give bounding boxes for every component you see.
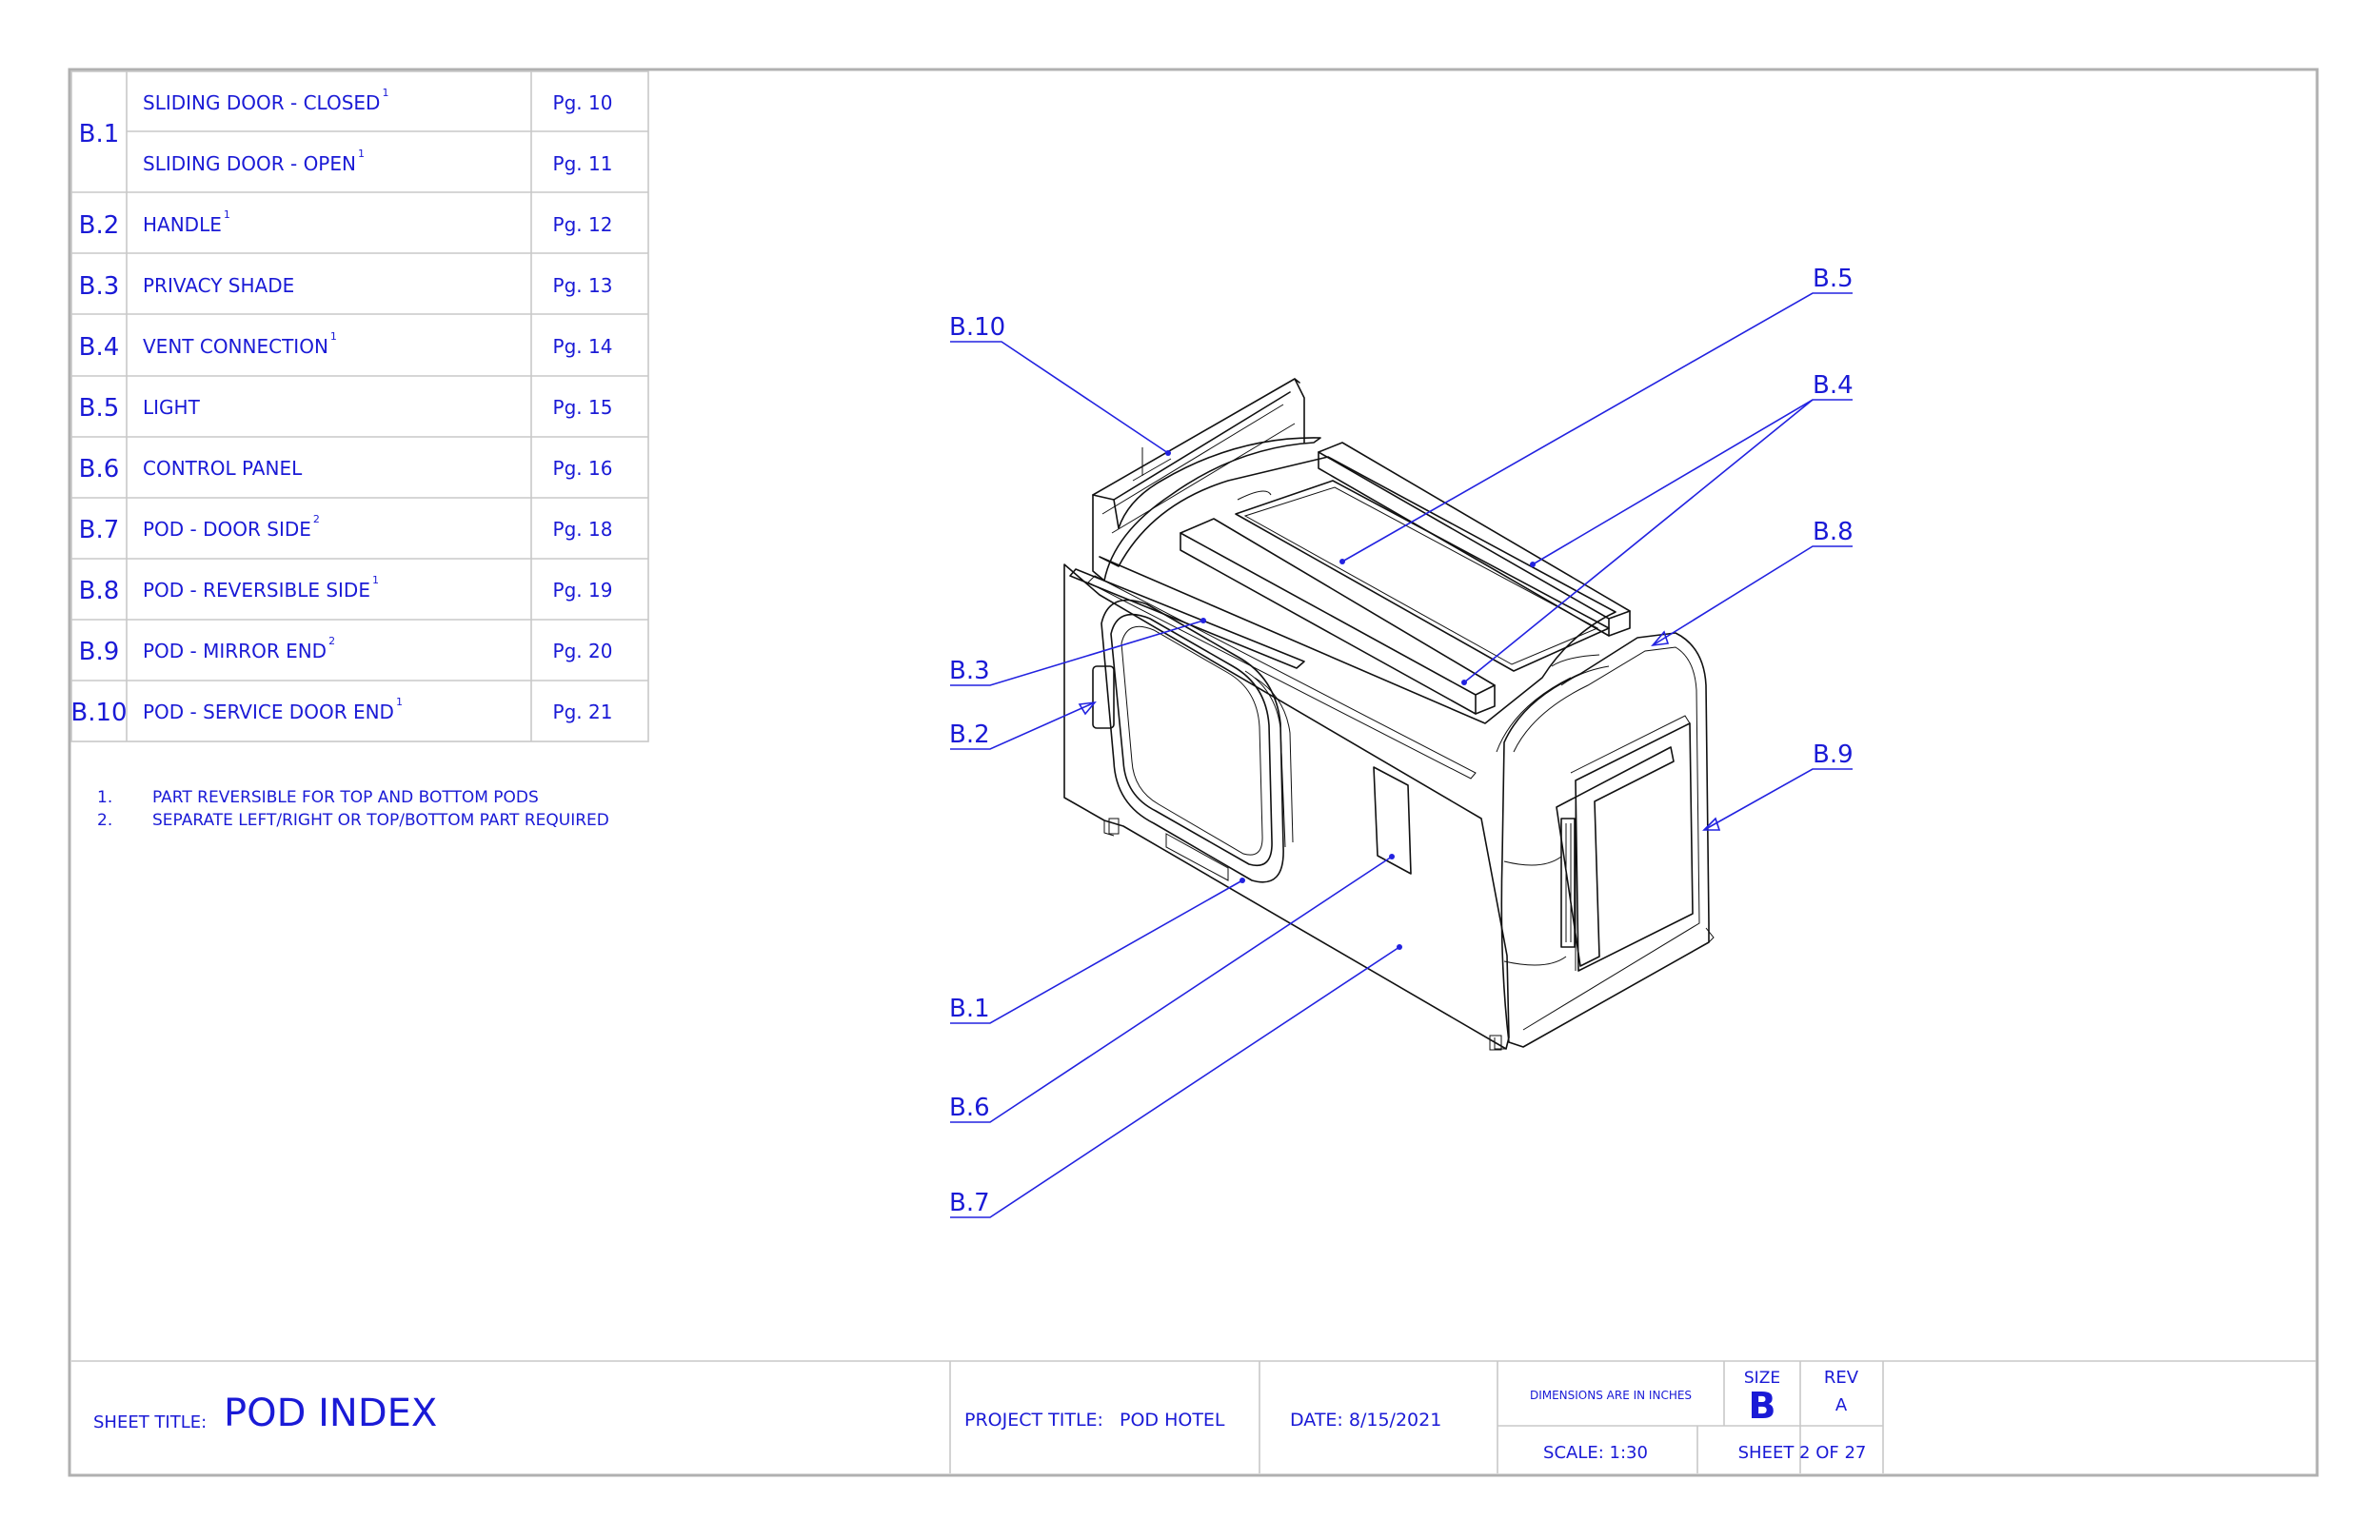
sheet-border: [68, 68, 2319, 1477]
index-row-description: SLIDING DOOR - CLOSED: [143, 91, 380, 114]
index-row-description: HANDLE: [143, 213, 222, 236]
pod-isometric-drawing: [1063, 378, 1715, 1051]
index-row-id: B.10: [70, 699, 127, 727]
index-row-id: B.5: [79, 394, 120, 423]
sheet-title: POD INDEX: [224, 1392, 437, 1435]
index-row-note-ref: 1: [372, 574, 379, 586]
index-row-id: B.7: [79, 516, 120, 544]
note-text: SEPARATE LEFT/RIGHT OR TOP/BOTTOM PART R…: [152, 811, 609, 830]
privacy-shade-rail: [1069, 568, 1305, 669]
mirror-end: [1500, 632, 1710, 1048]
index-row-page: Pg. 21: [553, 701, 613, 723]
index-row-page: Pg. 15: [553, 396, 613, 419]
index-row-page: Pg. 12: [553, 213, 613, 236]
index-row-note-ref: 2: [313, 513, 320, 525]
notes-list: 1. PART REVERSIBLE FOR TOP AND BOTTOM POD…: [97, 788, 609, 830]
pod-roof: [1099, 456, 1616, 724]
control-panel: [1373, 766, 1412, 875]
index-row-note-ref: 1: [382, 87, 388, 99]
index-row-id: B.3: [79, 272, 120, 301]
sheet-title-label: SHEET TITLE:: [93, 1412, 207, 1432]
index-row-description: VENT CONNECTION: [143, 335, 328, 358]
index-row-page: Pg. 13: [553, 274, 613, 297]
sliding-door-frame: [1101, 599, 1284, 883]
rev-label: REV: [1824, 1368, 1859, 1388]
index-row-id: B.8: [79, 577, 120, 605]
drawing-date: DATE: 8/15/2021: [1290, 1410, 1441, 1431]
size-label: SIZE: [1744, 1369, 1780, 1388]
index-row-description: POD - DOOR SIDE: [143, 518, 311, 541]
callout-b7: B.7: [949, 1189, 990, 1217]
index-row-id: B.2: [79, 211, 120, 240]
callouts: B.10 B.5 B.4 B.8 B.3 B.2 B.9 B.1 B.6: [949, 265, 1854, 1218]
project-title: POD HOTEL: [1120, 1410, 1225, 1431]
mirror: [1575, 722, 1694, 972]
callout-b5: B.5: [1813, 265, 1854, 293]
title-block: SHEET TITLE: POD INDEX PROJECT TITLE: PO…: [71, 1360, 2316, 1473]
index-row-id: B.6: [79, 455, 120, 484]
service-door-end: [1092, 437, 1321, 582]
callout-b1: B.1: [949, 995, 990, 1023]
index-row-description: SLIDING DOOR - OPEN: [143, 152, 356, 175]
index-row-id: B.1: [79, 120, 120, 148]
scale: SCALE: 1:30: [1543, 1443, 1648, 1463]
light-panel: [1235, 480, 1610, 672]
index-row-id: B.4: [79, 333, 120, 362]
callout-b4: B.4: [1813, 371, 1854, 400]
callout-b2: B.2: [949, 721, 990, 749]
index-row-description: CONTROL PANEL: [143, 457, 303, 480]
index-row-page: Pg. 11: [553, 152, 613, 175]
index-row-id: B.9: [79, 638, 120, 666]
revision: A: [1835, 1395, 1848, 1415]
pod-door-side-panel: [1063, 563, 1510, 1050]
vent-connection-bar: [1180, 518, 1496, 715]
index-row-page: Pg. 14: [553, 335, 613, 358]
index-row-page: Pg. 20: [553, 640, 613, 662]
handle: [1092, 665, 1115, 729]
index-row-page: Pg. 19: [553, 579, 613, 602]
callout-b10: B.10: [949, 313, 1005, 342]
index-row-note-ref: 1: [224, 208, 230, 221]
index-row-description: LIGHT: [143, 396, 201, 419]
index-row-note-ref: 2: [328, 635, 335, 647]
index-row-page: Pg. 10: [553, 91, 613, 114]
index-row-description: POD - MIRROR END: [143, 640, 327, 662]
callout-b3: B.3: [949, 657, 990, 685]
index-row-description: POD - REVERSIBLE SIDE: [143, 579, 370, 602]
note-text: PART REVERSIBLE FOR TOP AND BOTTOM PODS: [152, 788, 539, 807]
index-row-page: Pg. 18: [553, 518, 613, 541]
note-number: 2.: [97, 811, 112, 830]
note-number: 1.: [97, 788, 112, 807]
sheet-number: SHEET 2 OF 27: [1738, 1443, 1867, 1463]
callout-b8: B.8: [1813, 518, 1854, 546]
callout-b6: B.6: [949, 1094, 990, 1122]
project-title-label: PROJECT TITLE:: [964, 1410, 1103, 1431]
index-row-page: Pg. 16: [553, 457, 613, 480]
index-row-note-ref: 1: [358, 148, 365, 160]
index-row-note-ref: 1: [330, 330, 337, 343]
sheet-size: B: [1749, 1385, 1776, 1427]
index-row-note-ref: 1: [396, 696, 403, 708]
index-row-description: POD - SERVICE DOOR END: [143, 701, 394, 723]
dimensions-note: DIMENSIONS ARE IN INCHES: [1530, 1389, 1692, 1402]
index-row-description: PRIVACY SHADE: [143, 274, 294, 297]
callout-b9: B.9: [1813, 740, 1854, 769]
